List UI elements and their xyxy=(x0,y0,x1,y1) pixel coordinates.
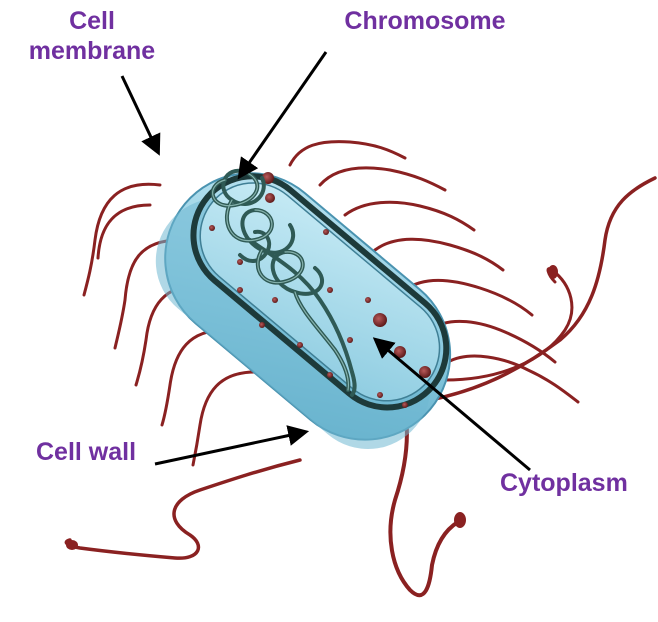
label-cell-membrane-line2: membrane xyxy=(18,36,166,66)
arrow-cell-membrane xyxy=(122,76,158,152)
flagellum-bottom-left xyxy=(66,460,300,558)
pilus-top-3 xyxy=(345,202,474,230)
pilus-top-1 xyxy=(290,142,405,165)
flagellum-tip-left xyxy=(66,540,78,550)
pilus-left-5 xyxy=(193,372,255,465)
flagellum-tip-bottom xyxy=(454,512,466,528)
cell-body xyxy=(130,138,484,474)
arrow-chromosome xyxy=(240,52,326,176)
pilus-top-4 xyxy=(375,239,503,270)
arrow-cell-wall xyxy=(155,432,305,464)
pilus-top-2 xyxy=(320,168,445,190)
label-cytoplasm: Cytoplasm xyxy=(500,468,650,498)
label-cell-membrane-line1: Cell xyxy=(18,6,166,36)
flagellum-tip-right xyxy=(548,265,558,279)
label-cell-wall: Cell wall xyxy=(36,437,156,467)
flagellum-right xyxy=(430,178,655,400)
label-chromosome: Chromosome xyxy=(325,6,525,36)
pilus-left-1 xyxy=(84,184,160,295)
pilus-left-4 xyxy=(162,330,225,425)
label-cell-membrane: Cell membrane xyxy=(18,6,166,66)
